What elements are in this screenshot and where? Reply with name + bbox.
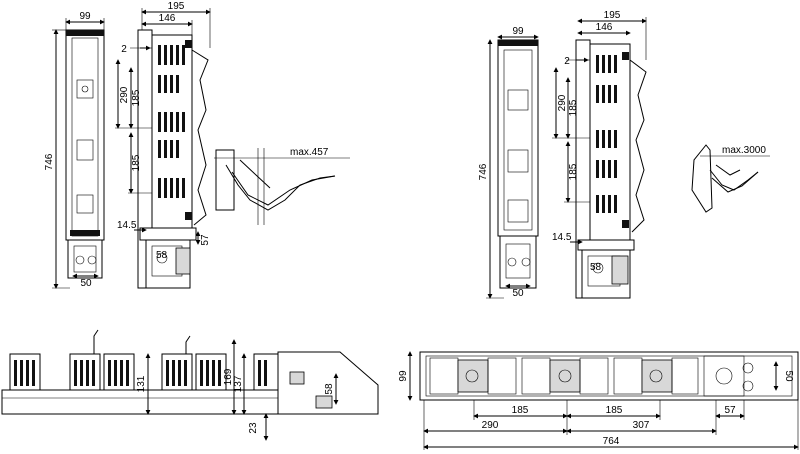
opening-detail-left: max.457	[214, 147, 350, 225]
bottom-right-pitch-a-label: 290	[482, 420, 499, 431]
bottom-right-height-small-label: 50	[783, 370, 794, 382]
bottom-right-spacing-a-label: 185	[512, 405, 529, 416]
side-right-bracket-label: 58	[590, 262, 602, 273]
side-right-spacing-a-label: 185	[568, 99, 579, 116]
side-right-offset-small-label: 2	[564, 56, 570, 67]
front-view-right: 99 746 50	[478, 26, 539, 299]
side-left-depth-inner-label: 146	[159, 13, 176, 24]
front-view-left: 99 746 50	[44, 11, 105, 289]
front-left-width-label: 99	[79, 11, 91, 22]
bottom-left-bracket-label: 58	[324, 383, 335, 395]
side-right-spacing-b-label: 185	[568, 163, 579, 180]
opening-detail-right: max.3000	[691, 144, 770, 213]
bottom-right-spacing-b-label: 185	[606, 405, 623, 416]
bottom-right-pitch-b-label: 307	[633, 420, 650, 431]
side-right-offset-bottom-label: 14.5	[552, 232, 572, 243]
side-view-right: 195 146 2 290 185 185 14.5 58	[552, 10, 647, 299]
bottom-left-height-a-label: 131	[136, 375, 147, 392]
bottom-right-height-label: 99	[398, 370, 409, 382]
side-left-bracket-label: 58	[156, 250, 168, 261]
fuse-block-1	[9, 353, 41, 391]
bottom-view-right: 99 50 185 185 57 290 307 764	[398, 351, 799, 450]
side-left-offset-bottom-label: 14.5	[117, 220, 137, 231]
side-left-offset-right-label: 57	[200, 234, 211, 246]
side-right-depth-inner-label: 146	[596, 22, 613, 33]
bottom-right-total-length-label: 764	[603, 436, 620, 447]
side-left-spacing-a-label: 185	[131, 89, 142, 106]
bottom-left-height-b-label: 169	[223, 368, 234, 385]
bottom-right-offset-label: 57	[724, 405, 736, 416]
fuse-slot-3	[613, 357, 699, 395]
side-right-max-opening-label: max.3000	[722, 145, 766, 156]
fuse-slot-1	[429, 357, 517, 395]
side-left-spacing-b-label: 185	[131, 154, 142, 171]
side-left-max-opening-label: max.457	[290, 147, 329, 158]
front-right-width-label: 99	[512, 26, 524, 37]
front-left-height-label: 746	[44, 153, 55, 170]
front-right-height-label: 746	[478, 163, 489, 180]
fuse-slot-2	[521, 357, 609, 395]
side-right-depth-total-label: 195	[604, 10, 621, 21]
side-left-offset-small-label: 2	[121, 44, 127, 55]
front-left-bottom-width-label: 50	[80, 278, 92, 289]
side-right-pitch-label: 290	[557, 94, 568, 111]
front-right-bottom-width-label: 50	[512, 288, 524, 299]
side-left-depth-total-label: 195	[168, 1, 185, 12]
bottom-left-offset-label: 23	[248, 422, 259, 434]
bottom-left-height-c-label: 137	[233, 375, 244, 392]
bottom-view-left: 131 169 137 58 23	[1, 329, 379, 441]
side-left-pitch-label: 290	[119, 86, 130, 103]
side-view-left: 195 146 2 290 185 185 14.5 57 58	[115, 1, 211, 289]
